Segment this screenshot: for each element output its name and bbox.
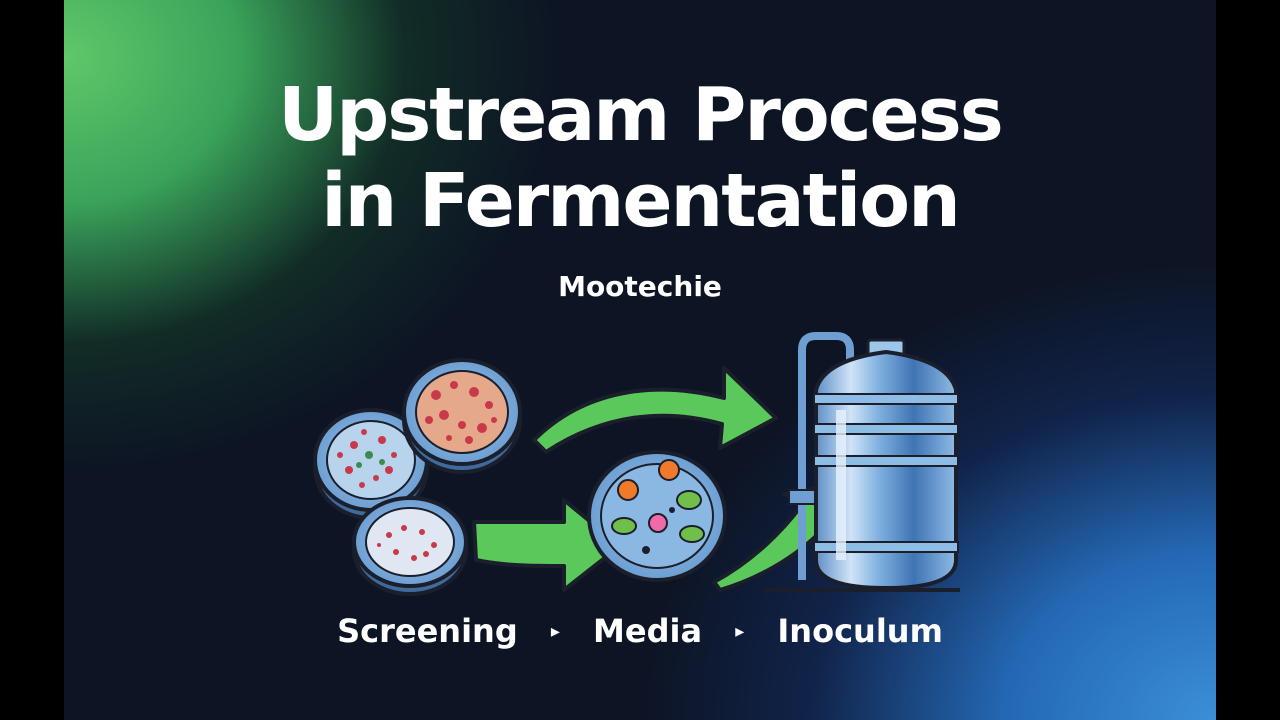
step-media: Media: [593, 612, 703, 650]
process-steps: Screening ▸ Media ▸ Inoculum: [64, 610, 1216, 650]
petri-dish-screening-top: [402, 358, 522, 474]
title-line-2: in Fermentation: [321, 158, 961, 244]
petri-dish-screening-left: [313, 408, 429, 520]
petri-dish-media: [587, 450, 727, 582]
fermenter-tank: [764, 332, 960, 592]
process-illustration: [313, 332, 960, 596]
title-line-1: Upstream Process: [278, 72, 1004, 158]
thumbnail-frame: Upstream Process in Fermentation Mootech…: [64, 0, 1216, 720]
step-separator-icon: ▸: [735, 620, 745, 642]
step-screening: Screening: [337, 612, 518, 650]
page-title: Upstream Process in Fermentation: [64, 72, 1216, 244]
arrow-top: [532, 366, 778, 454]
petri-dish-screening-bottom: [352, 496, 468, 596]
step-inoculum: Inoculum: [777, 612, 943, 650]
channel-name: Mootechie: [558, 270, 722, 303]
step-separator-icon: ▸: [550, 620, 560, 642]
